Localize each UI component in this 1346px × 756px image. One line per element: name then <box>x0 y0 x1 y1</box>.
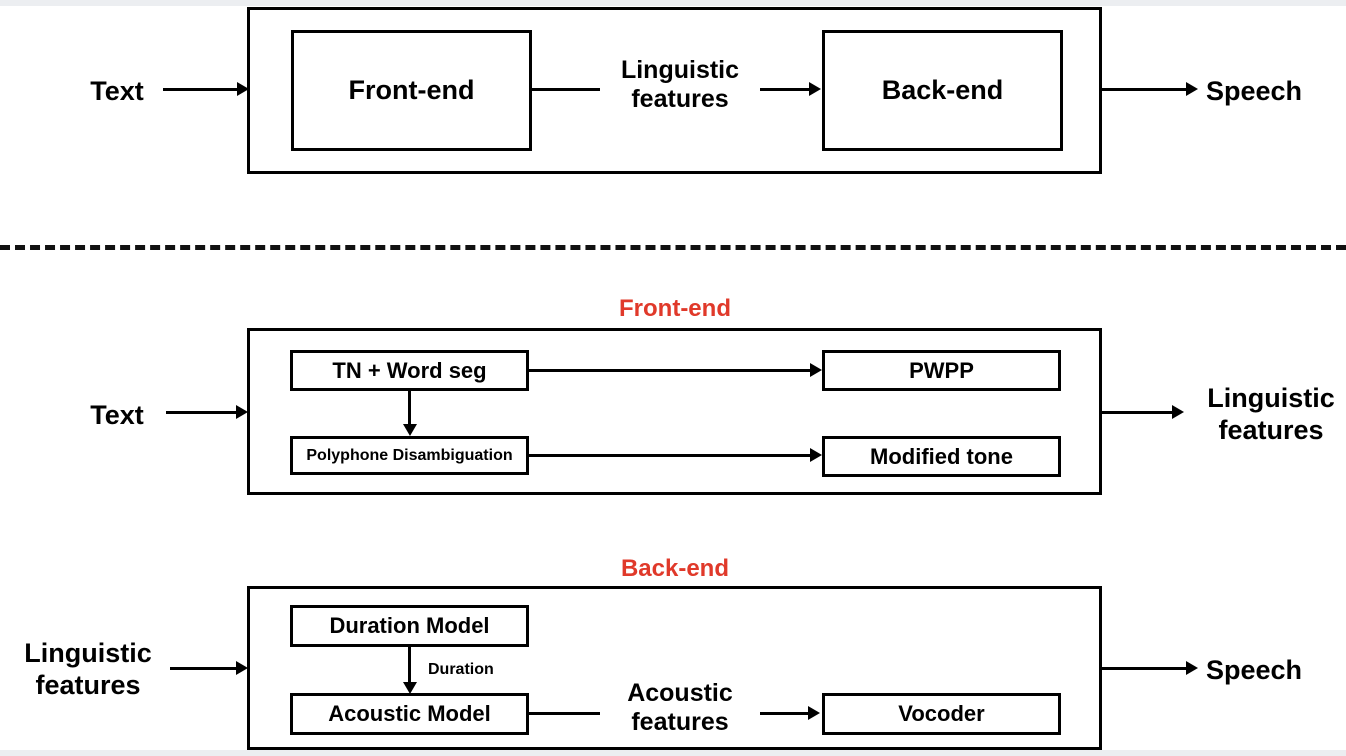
frontend-input-label: Text <box>90 400 144 430</box>
overview-output-arrow-head <box>1186 82 1198 96</box>
backend-output-arrow-line <box>1100 667 1188 670</box>
backend-output-label: Speech <box>1206 655 1303 685</box>
backend-node-acoustic-model[interactable]: Acoustic Model <box>290 693 529 735</box>
overview-input-label: Text <box>90 76 144 106</box>
frontend-output-arrow-head <box>1172 405 1184 419</box>
frontend-node-modified-tone[interactable]: Modified tone <box>822 436 1061 477</box>
frontend-node-tn-word-seg[interactable]: TN + Word seg <box>290 350 529 391</box>
overview-output-arrow-line <box>1100 88 1188 91</box>
frontend-node-polyphone-disambiguation[interactable]: Polyphone Disambiguation <box>290 436 529 475</box>
frontend-input-arrow-head <box>236 405 248 419</box>
frontend-input-arrow-line <box>166 411 238 414</box>
bottom-edge-strip <box>0 750 1346 756</box>
backend-input-arrow-line <box>170 667 238 670</box>
backend-section-title: Back-end <box>620 555 730 582</box>
overview-output-label: Speech <box>1206 76 1303 106</box>
backend-vertical-arrow-head <box>403 682 417 694</box>
top-edge-strip <box>0 0 1346 6</box>
frontend-vertical-arrow-line <box>408 390 411 426</box>
overview-node-front-end[interactable]: Front-end <box>291 30 532 151</box>
frontend-bottom-arrow-head <box>810 448 822 462</box>
backend-duration-edge-label: Duration <box>428 661 494 678</box>
frontend-bottom-arrow-line <box>528 454 813 457</box>
frontend-top-arrow-head <box>810 363 822 377</box>
backend-acoustic-features-label: Acoustic features <box>600 679 760 737</box>
frontend-output-label: Linguistic features <box>1207 383 1335 445</box>
frontend-section-title: Front-end <box>619 295 731 322</box>
overview-linguistic-features-label: Linguistic features <box>600 56 760 114</box>
frontend-top-arrow-line <box>528 369 813 372</box>
frontend-vertical-arrow-head <box>403 424 417 436</box>
backend-input-arrow-head <box>236 661 248 675</box>
overview-input-arrow-head <box>237 82 249 96</box>
overview-node-back-end[interactable]: Back-end <box>822 30 1063 151</box>
frontend-output-arrow-line <box>1100 411 1174 414</box>
backend-input-label: Linguistic features <box>24 638 152 700</box>
frontend-node-pwpp[interactable]: PWPP <box>822 350 1061 391</box>
backend-acoustic-arrow-head <box>808 706 820 720</box>
backend-vertical-arrow-line <box>408 646 411 684</box>
backend-output-arrow-head <box>1186 661 1198 675</box>
overview-middle-arrow-head <box>809 82 821 96</box>
backend-node-vocoder[interactable]: Vocoder <box>822 693 1061 735</box>
backend-node-duration-model[interactable]: Duration Model <box>290 605 529 647</box>
section-divider <box>0 245 1346 250</box>
overview-input-arrow-line <box>163 88 239 91</box>
